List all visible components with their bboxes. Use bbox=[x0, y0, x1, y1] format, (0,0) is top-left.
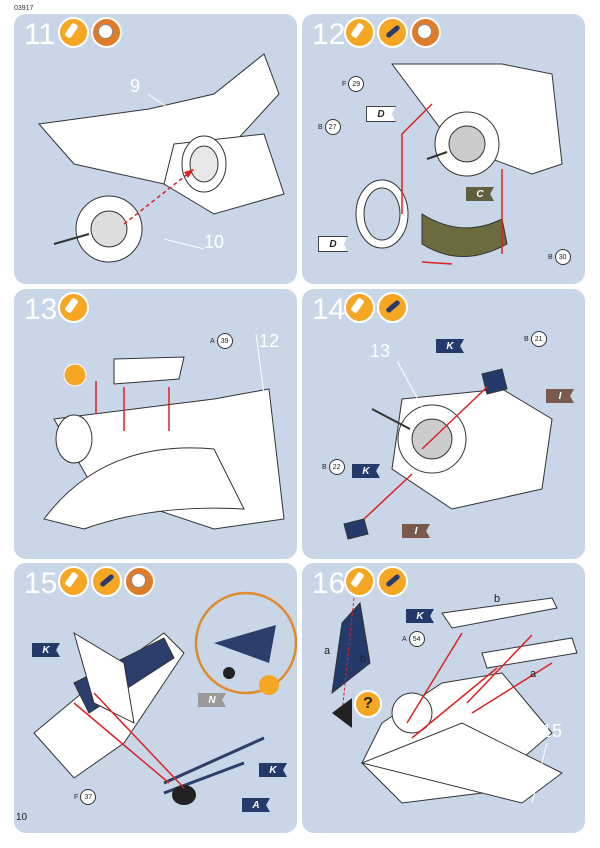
step-12-number: 12 bbox=[312, 18, 346, 51]
callout-letter: B bbox=[524, 335, 529, 343]
callout-number: 22 bbox=[328, 459, 345, 475]
paint-flag-d: D bbox=[318, 236, 348, 252]
paint-flag-d: D bbox=[366, 106, 396, 122]
clock-icon bbox=[410, 17, 441, 48]
paint-flag-n: N bbox=[198, 693, 226, 707]
callout-letter: B bbox=[548, 253, 553, 261]
step-13-number: 13 bbox=[24, 293, 58, 326]
part-letter-a: a bbox=[324, 645, 331, 657]
step-16-icons bbox=[344, 566, 408, 597]
step-15-icons bbox=[58, 566, 155, 597]
paint-flag-i: I bbox=[402, 524, 430, 538]
step-12-icons bbox=[344, 17, 441, 48]
paint-flag-c: C bbox=[466, 187, 494, 201]
callout-letter: A bbox=[402, 635, 407, 643]
paint-icon bbox=[377, 566, 408, 597]
hint-question-icon: ? bbox=[354, 690, 382, 718]
part-letter-a: a bbox=[530, 668, 537, 680]
callout-letter: B bbox=[318, 123, 323, 131]
step-11-number: 11 bbox=[24, 18, 56, 51]
step-15-illustration bbox=[33, 591, 297, 805]
part-label-12: 12 bbox=[259, 331, 280, 351]
step-11-panel: 11 9 10 bbox=[14, 14, 297, 284]
step-13-illustration bbox=[43, 333, 285, 530]
step-11-illustration bbox=[38, 53, 285, 263]
glue-icon bbox=[58, 566, 89, 597]
clock-icon bbox=[124, 566, 155, 597]
callout-number: 21 bbox=[530, 331, 547, 347]
step-15-number: 15 bbox=[24, 567, 58, 600]
glue-icon bbox=[344, 566, 375, 597]
document-code: 03917 bbox=[14, 5, 34, 12]
callout-number: 39 bbox=[216, 333, 233, 349]
part-label-15: 15 bbox=[542, 721, 563, 741]
part-label-13: 13 bbox=[370, 341, 391, 361]
paint-flag-k: K bbox=[32, 643, 60, 657]
paint-icon bbox=[377, 17, 408, 48]
callout-number: 37 bbox=[80, 789, 97, 805]
callout-letter: B bbox=[322, 463, 327, 471]
paint-flag-k: K bbox=[436, 339, 464, 353]
page-number: 10 bbox=[16, 812, 28, 823]
callout-number: 54 bbox=[408, 631, 425, 647]
paint-flag-k: K bbox=[352, 464, 380, 478]
paint-icon bbox=[377, 292, 408, 323]
glue-icon bbox=[58, 292, 89, 323]
part-letter-b: b bbox=[494, 593, 501, 605]
part-letter-b: b bbox=[360, 653, 367, 665]
paint-icon bbox=[91, 566, 122, 597]
step-16-number: 16 bbox=[312, 567, 346, 600]
callout-number: 29 bbox=[348, 76, 365, 92]
part-label-9: 9 bbox=[130, 76, 141, 96]
step-14-icons bbox=[344, 292, 408, 323]
step-13-icons bbox=[58, 292, 89, 323]
paint-flag-k: K bbox=[259, 763, 287, 777]
glue-icon bbox=[344, 17, 375, 48]
paint-flag-k: K bbox=[406, 609, 434, 623]
paint-flag-a: A bbox=[242, 798, 270, 812]
clock-icon bbox=[91, 17, 122, 48]
paint-flag-i: I bbox=[546, 389, 574, 403]
callout-number: 30 bbox=[554, 249, 571, 265]
step-14-illustration bbox=[343, 360, 553, 540]
step-14-number: 14 bbox=[312, 293, 346, 326]
callout-number: 27 bbox=[324, 119, 341, 135]
callout-letter: F bbox=[342, 80, 347, 88]
step-11-icons bbox=[58, 17, 122, 48]
step-12-illustration bbox=[355, 63, 563, 265]
glue-icon bbox=[58, 17, 89, 48]
step-16-illustration bbox=[331, 597, 578, 804]
glue-icon bbox=[344, 292, 375, 323]
part-label-10: 10 bbox=[204, 232, 225, 252]
callout-letter: F bbox=[74, 793, 79, 801]
callout-letter: A bbox=[210, 337, 215, 345]
